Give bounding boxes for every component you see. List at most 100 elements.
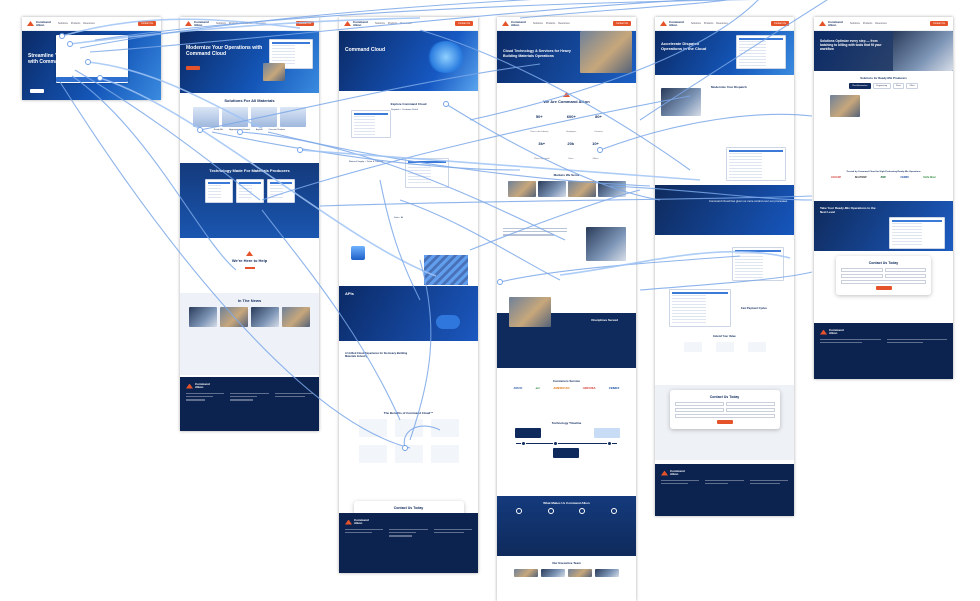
nav-link[interactable]: Resources: [875, 22, 887, 25]
nav-link[interactable]: Company: [255, 22, 266, 25]
timeline-card[interactable]: [594, 428, 620, 438]
tech-card[interactable]: [204, 179, 233, 203]
brand-logo[interactable]: Command Alkon: [344, 20, 368, 27]
market-tile[interactable]: [537, 181, 566, 197]
phone-field[interactable]: [884, 274, 926, 278]
hero-cta-button[interactable]: [30, 89, 44, 93]
contact-button[interactable]: Contact Us: [771, 21, 789, 26]
nav-link[interactable]: Resources: [241, 22, 253, 25]
page-4-about[interactable]: Command Alkon Solutions Products Resourc…: [497, 17, 636, 601]
brand-logo[interactable]: Command Alkon: [502, 20, 526, 27]
nav-link[interactable]: Solutions: [216, 22, 226, 25]
last-name-field[interactable]: [725, 402, 775, 406]
market-tile[interactable]: [597, 181, 626, 197]
news-card[interactable]: [189, 307, 217, 327]
nav-link[interactable]: Solutions: [375, 22, 385, 25]
solution-tile[interactable]: [280, 107, 306, 127]
hero-cta-button[interactable]: [186, 66, 200, 70]
tech-card[interactable]: [235, 179, 264, 203]
news-card[interactable]: [282, 307, 310, 327]
tab-fleet[interactable]: Fleet: [892, 83, 905, 90]
logo-icon: [502, 21, 509, 26]
nav-link[interactable]: Solutions: [58, 22, 68, 25]
nav-link[interactable]: Products: [70, 22, 81, 25]
message-field[interactable]: [674, 414, 775, 418]
top-nav: Command Alkon Solutions Products Resourc…: [814, 17, 953, 31]
nav-link[interactable]: Solutions: [533, 22, 543, 25]
solution-tile[interactable]: [222, 107, 248, 127]
nav-link[interactable]: Resources: [716, 22, 728, 25]
nav-link[interactable]: Products: [545, 22, 556, 25]
brand-logo[interactable]: Command Alkon: [185, 20, 209, 27]
news-card[interactable]: [251, 307, 279, 327]
page-1-home-hero[interactable]: Command Alkon Solutions Products Resourc…: [22, 17, 161, 100]
contact-form[interactable]: Contact Us Today: [669, 390, 780, 429]
logo-icon: [27, 21, 34, 26]
solution-label: Asphalt: [255, 129, 263, 131]
submit-button[interactable]: [875, 286, 892, 290]
nav-link[interactable]: Resources: [558, 22, 570, 25]
timeline-dot[interactable]: [607, 441, 612, 446]
top-nav: Command Alkon Solutions Products Resourc…: [22, 17, 161, 31]
contact-button[interactable]: Contact Us: [613, 21, 631, 26]
market-tile[interactable]: [507, 181, 536, 197]
nav-link[interactable]: Products: [703, 22, 714, 25]
nav-link[interactable]: Products: [387, 22, 398, 25]
footer-logo[interactable]: Command Alkon: [661, 470, 788, 476]
hero-photo: [580, 31, 632, 73]
timeline-card[interactable]: [553, 448, 579, 458]
contact-button[interactable]: Contact Us: [138, 21, 156, 26]
nav-link[interactable]: Resources: [83, 22, 95, 25]
page-2-solutions[interactable]: Command Alkon Solutions Products Resourc…: [180, 17, 319, 431]
contact-form[interactable]: Contact Us Today: [836, 256, 931, 295]
contact-section: Contact Us Today: [814, 251, 953, 323]
solution-label: Concrete Products: [268, 129, 286, 131]
email-field[interactable]: [841, 274, 883, 278]
brand-logo[interactable]: Command Alkon: [819, 20, 843, 27]
page-5-dispatch[interactable]: Command Alkon Solutions Products Resourc…: [655, 17, 794, 516]
contact-button[interactable]: Contact Us: [930, 21, 948, 26]
team-photo[interactable]: [541, 569, 565, 577]
nav-link[interactable]: Products: [228, 22, 239, 25]
footer-logo[interactable]: Command Alkon: [820, 329, 947, 335]
page-6-ready-mix[interactable]: Command Alkon Solutions Products Resourc…: [814, 17, 953, 379]
nav-link[interactable]: Solutions: [691, 22, 701, 25]
help-cta-button[interactable]: [244, 267, 255, 269]
nav-link[interactable]: Resources: [400, 22, 412, 25]
brand-logo[interactable]: Command Alkon: [27, 20, 51, 27]
solution-tile[interactable]: [193, 107, 219, 127]
news-card[interactable]: [220, 307, 248, 327]
tab-plant-automation[interactable]: Plant Automation: [848, 83, 871, 90]
message-field[interactable]: [841, 280, 926, 284]
nav-link[interactable]: Products: [862, 22, 873, 25]
solution-tile[interactable]: [251, 107, 277, 127]
dropdown-menu-panel[interactable]: [56, 35, 128, 83]
page-3-command-cloud[interactable]: Command Alkon Solutions Products Resourc…: [339, 17, 478, 573]
email-field[interactable]: [674, 408, 724, 412]
dispatch-video[interactable]: [661, 88, 701, 116]
phone-field[interactable]: [725, 408, 775, 412]
hero-title: Solutions Optimize every step — from bat…: [820, 39, 882, 51]
nav-link[interactable]: Solutions: [850, 22, 860, 25]
contact-button[interactable]: Contact Us: [296, 21, 314, 26]
timeline-dot[interactable]: [521, 441, 526, 446]
timeline-card[interactable]: [515, 428, 541, 438]
brand-logo[interactable]: Command Alkon: [660, 20, 684, 27]
footer-logo[interactable]: Command Alkon: [345, 519, 472, 525]
footer-logo[interactable]: Command Alkon: [186, 383, 313, 389]
team-photo[interactable]: [568, 569, 592, 577]
market-tile[interactable]: [567, 181, 596, 197]
tech-card[interactable]: [266, 179, 295, 203]
tab-office[interactable]: Office: [906, 83, 919, 90]
team-photo[interactable]: [595, 569, 619, 577]
first-name-field[interactable]: [674, 402, 724, 406]
timeline-dot[interactable]: [553, 441, 558, 446]
solutions-grid: [186, 107, 313, 127]
last-name-field[interactable]: [884, 268, 926, 272]
team-photo[interactable]: [514, 569, 538, 577]
contact-button[interactable]: Contact Us: [455, 21, 473, 26]
submit-button[interactable]: [716, 420, 733, 424]
tab-engineering[interactable]: Engineering: [872, 83, 891, 90]
first-name-field[interactable]: [841, 268, 883, 272]
